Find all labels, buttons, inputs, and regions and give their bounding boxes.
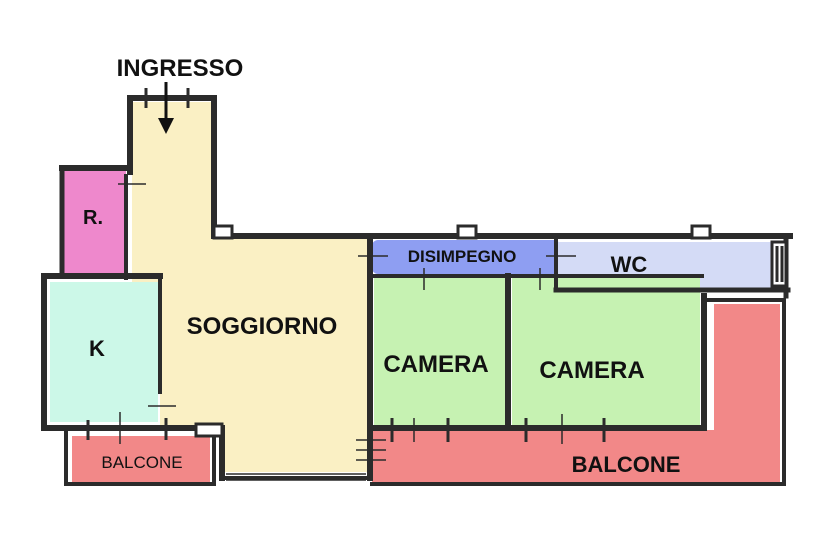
storage-label: R. [83, 207, 103, 229]
window-marks [194, 224, 788, 481]
living-room-label: SOGGIORNO [187, 313, 338, 340]
entrance-label: INGRESSO [117, 55, 244, 82]
hallway-area [372, 240, 560, 274]
bedroom-2-label: CAMERA [539, 357, 644, 384]
kitchen-label: K [89, 336, 105, 361]
room-fills [50, 102, 784, 482]
kitchen-area [50, 282, 158, 422]
storage-room-area [64, 170, 126, 274]
bathroom-label: WC [611, 252, 648, 277]
door-marks [86, 88, 606, 461]
bedroom-1-area [374, 278, 506, 426]
balcony-small-area [72, 436, 210, 482]
balcony-large-label: BALCONE [572, 452, 681, 477]
living-room-area [132, 102, 368, 472]
bedroom-2-area [512, 278, 700, 426]
balcony-large-area [372, 304, 780, 482]
entrance-arrow-icon [158, 82, 174, 134]
balcony-small-label: BALCONE [101, 453, 182, 472]
bedroom-1-label: CAMERA [383, 351, 488, 378]
hallway-label: DISIMPEGNO [408, 247, 517, 266]
